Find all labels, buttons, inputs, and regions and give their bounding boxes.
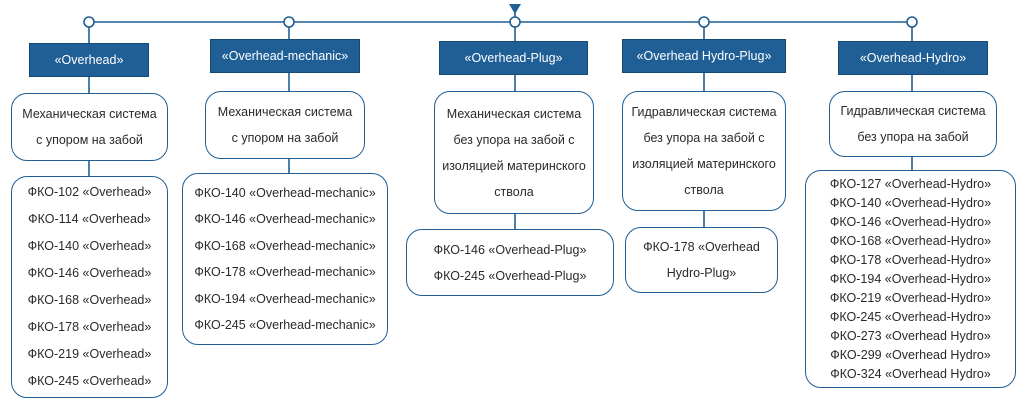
product-item: Hydro-Plug» — [666, 266, 737, 280]
product-list-overhead-hydro-plug: ФКО-178 «Overhead Hydro-Plug» — [625, 227, 778, 293]
description-line: Механическая система — [446, 106, 582, 121]
product-item: ФКО-245 «Overhead-mechanic» — [194, 318, 376, 332]
description-line: ствола — [494, 184, 534, 199]
product-item: ФКО-245 «Overhead» — [27, 374, 152, 388]
product-list-overhead: ФКО-102 «Overhead» ФКО-114 «Overhead» ФК… — [11, 176, 168, 398]
product-item: ФКО-168 «Overhead» — [27, 293, 152, 307]
junction-node-overhead-hydro — [906, 16, 918, 28]
product-item: ФКО-168 «Overhead-Hydro» — [829, 233, 992, 248]
category-header-overhead: «Overhead» — [29, 43, 149, 77]
product-item: ФКО-168 «Overhead-mechanic» — [194, 238, 376, 253]
description-line: изоляцией материнского — [442, 158, 586, 173]
product-list-overhead-plug: ФКО-146 «Overhead-Plug» ФКО-245 «Overhea… — [406, 229, 614, 296]
product-item: ФКО-178 «Overhead-mechanic» — [194, 265, 376, 279]
product-list-overhead-mechanic: ФКО-140 «Overhead-mechanic» ФКО-146 «Ove… — [182, 173, 388, 345]
description-line: изоляцией материнского — [632, 157, 776, 171]
junction-node-overhead — [83, 16, 95, 28]
junction-node-overhead-hydro-plug — [698, 16, 710, 28]
description-line: Гидравлическая система — [840, 104, 986, 118]
product-item: ФКО-324 «Overhead Hydro» — [830, 366, 991, 381]
product-list-overhead-hydro: ФКО-127 «Overhead-Hydro» ФКО-140 «Overhe… — [805, 170, 1016, 388]
description-box-overhead-mechanic: Механическая система с упором на забой — [205, 91, 365, 159]
description-line: без упора на забой с — [643, 131, 765, 145]
product-item: ФКО-146 «Overhead-Plug» — [433, 242, 587, 257]
product-item: ФКО-114 «Overhead» — [28, 212, 151, 226]
junction-node-overhead-mechanic — [283, 16, 295, 28]
description-line: с упором на забой — [231, 131, 339, 145]
product-item: ФКО-219 «Overhead» — [27, 347, 152, 361]
description-line: с упором на забой — [36, 133, 143, 147]
product-item: ФКО-127 «Overhead-Hydro» — [829, 176, 992, 191]
description-line: Механическая система — [22, 107, 157, 121]
product-item: ФКО-178 «Overhead» — [27, 320, 152, 334]
product-item: ФКО-273 «Overhead Hydro» — [830, 328, 991, 343]
product-item: ФКО-219 «Overhead-Hydro» — [829, 290, 992, 305]
product-item: ФКО-146 «Overhead» — [27, 266, 152, 280]
description-box-overhead-hydro-plug: Гидравлическая система без упора на забо… — [622, 91, 786, 211]
description-line: ствола — [684, 183, 724, 197]
product-item: ФКО-140 «Overhead-mechanic» — [194, 185, 376, 200]
product-item: ФКО-140 «Overhead-Hydro» — [829, 195, 992, 210]
product-item: ФКО-146 «Overhead-Hydro» — [829, 214, 992, 229]
category-header-overhead-mechanic: «Overhead-mechanic» — [210, 39, 360, 73]
category-header-overhead-plug: «Overhead-Plug» — [439, 41, 588, 75]
product-item: ФКО-178 «Overhead-Hydro» — [829, 252, 992, 267]
product-item: ФКО-245 «Overhead-Plug» — [433, 268, 587, 283]
product-item: ФКО-146 «Overhead-mechanic» — [194, 212, 376, 226]
description-box-overhead-plug: Механическая система без упора на забой … — [434, 91, 594, 214]
category-header-overhead-hydro-plug: «Overhead Hydro-Plug» — [622, 39, 786, 73]
description-line: Гидравлическая система — [631, 105, 777, 119]
product-item: ФКО-299 «Overhead Hydro» — [830, 347, 991, 362]
description-box-overhead: Механическая система с упором на забой — [11, 93, 168, 161]
junction-node-overhead-plug — [509, 16, 521, 28]
description-line: без упора на забой — [857, 130, 969, 144]
root-arrow-icon — [509, 4, 521, 14]
category-header-overhead-hydro: «Overhead-Hydro» — [838, 41, 988, 75]
description-line: Механическая система — [217, 105, 353, 119]
product-item: ФКО-194 «Overhead-mechanic» — [194, 291, 376, 306]
product-item: ФКО-140 «Overhead» — [27, 239, 152, 253]
product-item: ФКО-245 «Overhead-Hydro» — [829, 309, 992, 324]
product-item: ФКО-178 «Overhead — [643, 240, 760, 254]
product-item: ФКО-194 «Overhead-Hydro» — [829, 271, 992, 286]
description-line: без упора на забой с — [453, 132, 575, 147]
product-item: ФКО-102 «Overhead» — [27, 185, 152, 199]
description-box-overhead-hydro: Гидравлическая система без упора на забо… — [829, 91, 997, 157]
